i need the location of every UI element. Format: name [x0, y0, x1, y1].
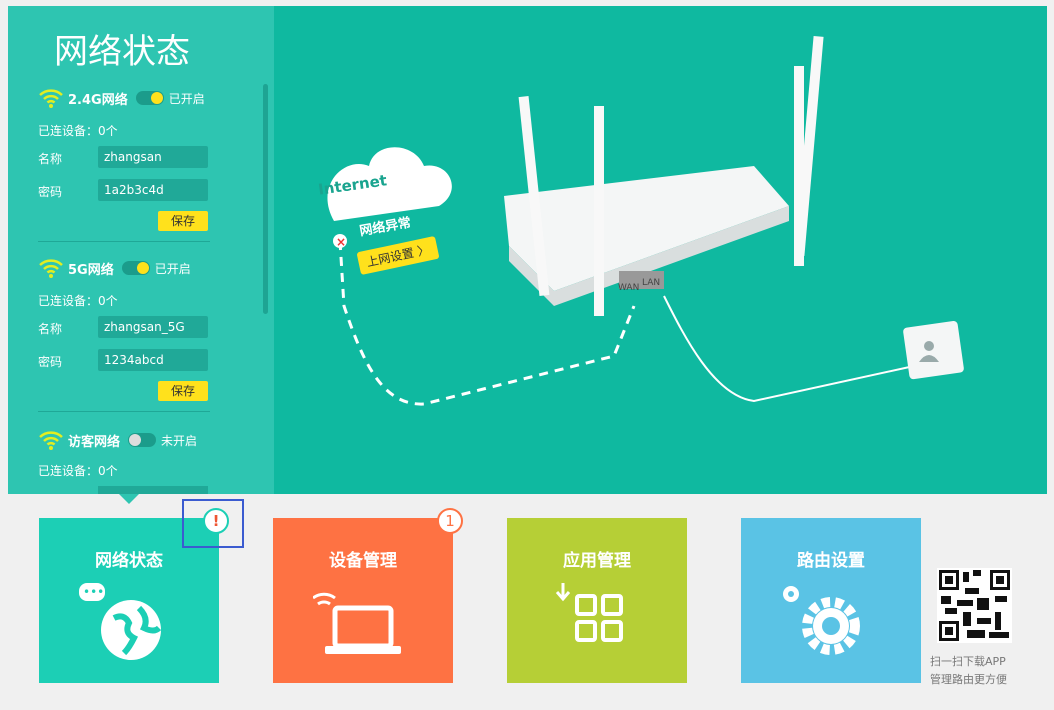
network-guest: 访客网络 未开启: [38, 428, 248, 452]
toggle-24g[interactable]: [135, 91, 164, 105]
divider: [38, 241, 210, 242]
password-input[interactable]: 1234abcd: [98, 349, 208, 371]
panel-title: 网络状态: [54, 32, 190, 72]
scrollbar[interactable]: [263, 84, 268, 314]
wifi-icon: [39, 89, 63, 108]
divider: [38, 411, 210, 412]
wifi-icon: [39, 431, 63, 450]
cloud-icon: [327, 147, 452, 221]
network-5g: 5G网络 已开启: [38, 256, 248, 280]
router-diagram: ×: [327, 35, 964, 406]
svg-text:×: ×: [336, 235, 346, 249]
router-icon: [504, 166, 789, 291]
connected-count: 已连设备：0个: [38, 124, 118, 138]
connected-count: 已连设备：0个: [38, 464, 118, 478]
save-button[interactable]: 保存: [158, 381, 208, 401]
svg-text:•••: •••: [83, 585, 104, 599]
tile-device-management[interactable]: 设备管理: [273, 518, 453, 683]
laptop-icon: [313, 592, 401, 654]
toggle-5g[interactable]: [121, 261, 150, 275]
network-illustration: × Internet 网络异常 上网设置 〉 WAN LAN: [274, 6, 1047, 494]
qr-code: [937, 568, 1012, 643]
apps-grid-icon: [555, 583, 623, 642]
password-input[interactable]: 1a2b3c4d: [98, 179, 208, 201]
ssid-input[interactable]: zhangsan_5G: [98, 316, 208, 338]
active-pointer: [119, 494, 139, 504]
tile-app-management[interactable]: 应用管理: [507, 518, 687, 683]
toggle-guest[interactable]: [128, 433, 157, 447]
network-24g: 2.4G网络 已开启: [38, 86, 248, 110]
tile-router-settings[interactable]: 路由设置: [741, 518, 921, 683]
wifi-icon: [39, 259, 63, 278]
gear-icon: [783, 586, 860, 655]
wan-cable: [338, 240, 636, 406]
ssid-input[interactable]: zhangsan: [98, 146, 208, 168]
connected-count: 已连设备：0个: [38, 294, 118, 308]
computer-icon: [903, 321, 964, 380]
lan-cable: [663, 295, 915, 403]
tile-network-status[interactable]: 网络状态 •••: [39, 518, 219, 683]
highlight-box: [182, 499, 244, 548]
save-button[interactable]: 保存: [158, 211, 208, 231]
globe-icon: •••: [79, 583, 162, 660]
qr-caption: 管理路由更方便: [930, 673, 1007, 686]
wan-port-label: WAN: [618, 283, 640, 293]
alert-badge: !: [203, 508, 229, 534]
count-badge: 1: [437, 508, 463, 534]
lan-port-label: LAN: [642, 278, 661, 288]
qr-caption: 扫一扫下载APP: [930, 655, 1006, 668]
ssid-input-partial: [98, 486, 208, 494]
